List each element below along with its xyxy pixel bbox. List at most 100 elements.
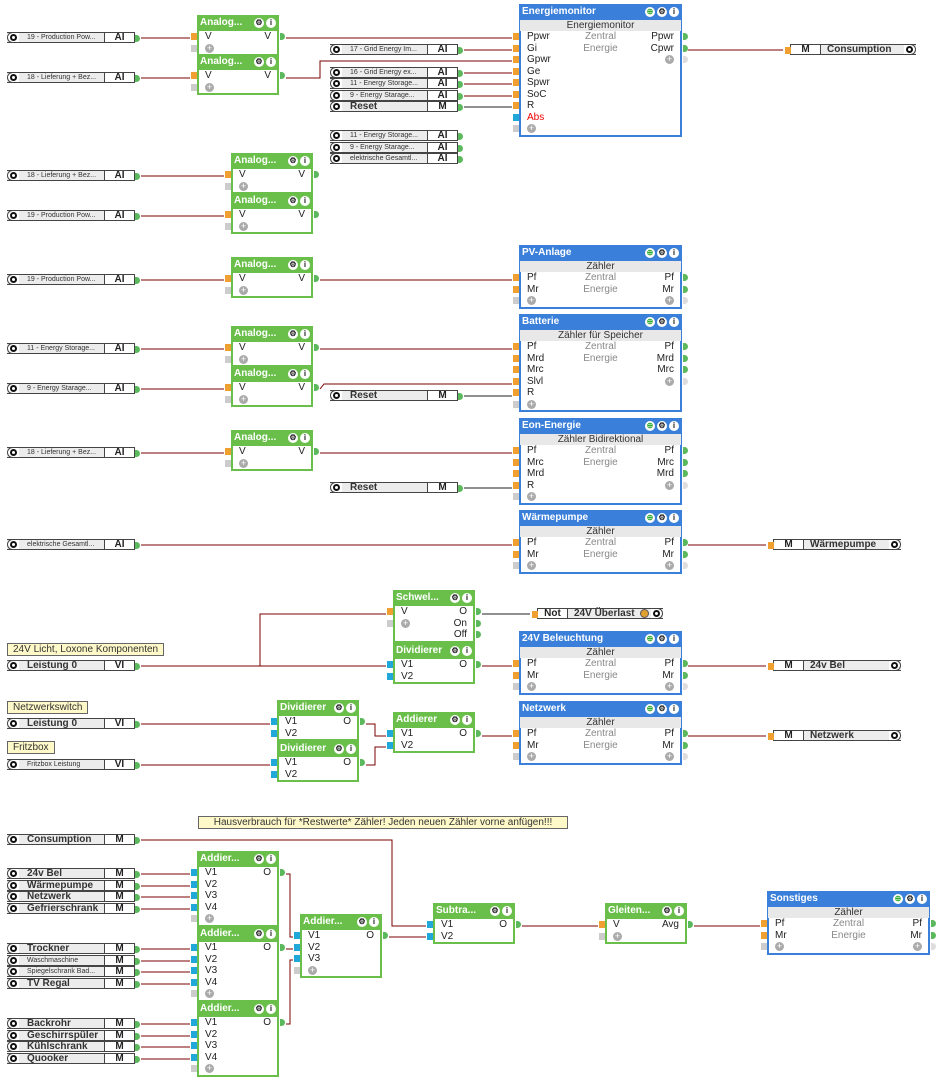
output-port[interactable] [458,104,463,111]
input-pin[interactable] [225,448,231,455]
input-pin[interactable] [387,619,393,627]
output-port[interactable] [458,145,463,152]
info-icon[interactable]: i [462,593,472,603]
input-reference[interactable]: 9 - Energy Starage...AI [7,383,140,394]
settings-icon-cap[interactable] [330,390,342,401]
output-port[interactable] [135,277,140,284]
add-input-icon[interactable]: + [527,560,536,570]
info-icon[interactable]: i [674,906,684,916]
input-pin[interactable] [271,729,277,737]
input-pin[interactable] [599,932,605,940]
output-pin[interactable] [383,932,388,939]
settings-icon-cap[interactable] [7,966,19,977]
input-pin[interactable] [599,921,605,928]
input-reference[interactable]: 19 - Production Pow...AI [7,32,140,43]
input-pin[interactable] [513,354,519,362]
settings-icon-cap[interactable] [7,32,19,43]
info-icon[interactable]: i [462,715,472,725]
output-pin[interactable] [688,921,693,928]
output-pin[interactable] [931,943,936,950]
gear-icon[interactable]: ⚙ [288,329,298,339]
gear-icon[interactable]: ⚙ [450,593,460,603]
add-output-icon[interactable]: + [665,375,674,386]
input-pin[interactable] [387,608,393,615]
output-pin[interactable] [360,759,365,766]
block-header[interactable]: Sonstiges⊕⚙i [767,891,930,907]
info-icon[interactable]: i [462,646,472,656]
move-icon[interactable]: ⊕ [645,421,655,431]
info-icon[interactable]: i [669,421,679,431]
block-header[interactable]: Eon-Energie⊕⚙i [519,418,682,434]
add-input-icon[interactable]: + [527,681,536,691]
settings-icon-cap[interactable] [7,978,19,989]
output-pin[interactable] [683,550,688,558]
input-pin[interactable] [225,222,231,230]
settings-icon-cap[interactable] [330,67,342,78]
info-icon[interactable]: i [669,7,679,17]
settings-icon-cap[interactable] [7,1041,19,1052]
add-output-icon[interactable]: + [665,479,674,490]
output-pin[interactable] [683,354,688,362]
output-port[interactable] [135,346,140,353]
input-reference[interactable]: 9 - Energy Starage...AI [330,142,463,153]
settings-icon-cap[interactable] [7,210,19,221]
settings-icon-cap[interactable] [330,482,342,493]
block-header[interactable]: Dividierer⚙i [393,643,475,659]
block-header[interactable]: Schwel...⚙i [393,590,475,606]
input-pin[interactable] [191,944,197,951]
info-icon[interactable]: i [502,906,512,916]
block-header[interactable]: Addier...⚙i [300,914,382,930]
input-pin[interactable] [513,481,519,489]
input-reference[interactable]: elektrische Gesamtl...AI [7,539,140,550]
comment-note[interactable]: Hausverbrauch für *Restwerte* Zähler! Je… [198,816,568,829]
gear-icon[interactable]: ⚙ [357,917,367,927]
block-header[interactable]: Analog...⚙i [197,15,279,31]
output-pin[interactable] [476,619,481,627]
output-pin[interactable] [280,33,285,40]
settings-icon-cap[interactable] [330,142,342,153]
output-port[interactable] [135,450,140,457]
input-pin[interactable] [191,978,197,986]
output-pin[interactable] [280,944,285,951]
move-icon[interactable]: ⊕ [645,317,655,327]
settings-icon-cap[interactable] [7,1053,19,1064]
settings-icon-cap[interactable] [7,447,19,458]
move-icon[interactable]: ⊕ [645,634,655,644]
input-reference[interactable]: 11 - Energy Storage...AI [7,343,140,354]
output-port[interactable] [135,946,140,953]
gear-icon[interactable]: ⚙ [288,156,298,166]
add-input-icon[interactable]: + [401,617,410,628]
input-pin[interactable] [191,1053,197,1061]
settings-icon-cap[interactable] [889,660,901,671]
settings-icon-cap[interactable] [330,90,342,101]
input-pin[interactable] [225,395,231,403]
settings-icon-cap[interactable] [7,72,19,83]
input-reference[interactable]: 11 - Energy Storage...AI [330,130,463,141]
settings-icon-cap[interactable] [7,834,19,845]
add-output-icon[interactable]: + [665,751,674,761]
info-icon[interactable]: i [300,156,310,166]
settings-icon-cap[interactable] [7,880,19,891]
input-port[interactable] [768,542,774,549]
output-port[interactable] [458,81,463,88]
block-header[interactable]: Analog...⚙i [231,430,313,446]
block-header[interactable]: Addier...⚙i [197,926,279,942]
input-pin[interactable] [191,44,197,52]
add-input-icon[interactable]: + [613,930,622,941]
input-pin[interactable] [387,741,393,749]
output-pin[interactable] [683,470,688,477]
move-icon[interactable]: ⊕ [645,704,655,714]
gear-icon[interactable]: ⚙ [450,715,460,725]
output-port[interactable] [458,393,463,400]
input-pin[interactable] [513,44,519,52]
input-pin[interactable] [513,389,519,396]
